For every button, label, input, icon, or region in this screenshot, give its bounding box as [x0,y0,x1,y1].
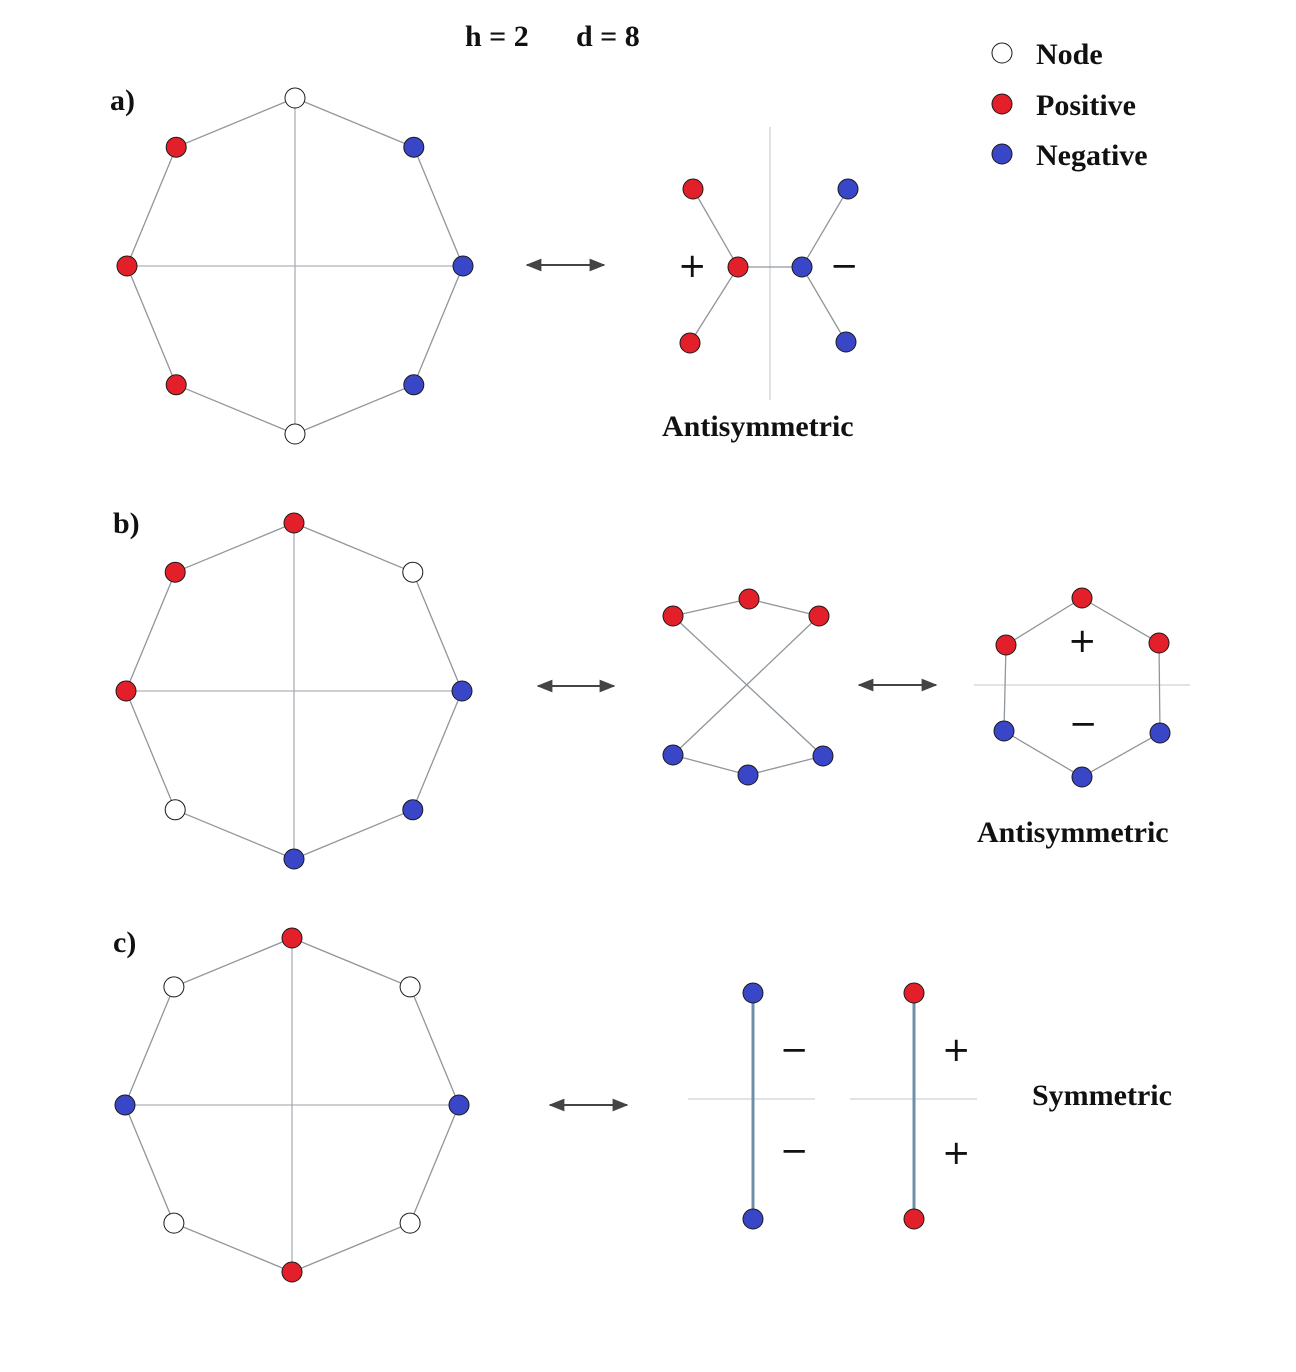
positive-vertex [679,332,701,354]
graph-edge [747,755,824,776]
legend-node-label: Node [1036,38,1103,71]
minus-sign: − [780,1131,809,1171]
minus-sign: − [780,1030,809,1070]
octagon-a [116,87,474,445]
legend: Node Positive Negative [991,38,1148,172]
positive-vertex [903,1208,925,1230]
positive-vertex [165,374,187,396]
result-label-a: Antisymmetric [662,410,854,443]
positive-vertex [682,178,704,200]
graph-edge [748,598,820,617]
node-vertex [399,976,421,998]
octagon-b [115,512,473,870]
node-vertex [163,976,185,998]
negative-vertex [114,1094,136,1116]
graph-edge [672,615,820,756]
positive-vertex [903,982,925,1004]
graph-b-hexagon: + − Antisymmetric [974,587,1190,849]
positive-vertex [1071,587,1093,609]
plus-sign: + [678,246,707,286]
negative-vertex [402,799,424,821]
negative-vertex [812,745,834,767]
positive-vertex [1148,632,1170,654]
negative-vertex [737,764,759,786]
legend-node-marker [991,42,1013,64]
plus-sign: + [942,1133,971,1173]
negative-vertex [993,720,1015,742]
octagon-c [114,927,470,1283]
graph-b-twisted-hexagon [662,588,834,786]
legend-negative-marker [991,143,1013,165]
positive-vertex [281,1261,303,1283]
graph-edge [672,754,749,776]
graph-a-antisymmetric: + − Antisymmetric [662,127,859,443]
node-vertex [163,1212,185,1234]
graph-c-segments: − − + + Symmetric [688,982,1172,1230]
negative-vertex [403,136,425,158]
positive-vertex [281,927,303,949]
graph-edge [692,188,739,268]
graph-edge [689,266,739,344]
panel-b-label: b) [113,507,140,540]
negative-vertex [1149,722,1171,744]
negative-vertex [1071,766,1093,788]
negative-vertex [791,256,813,278]
legend-positive-marker [991,93,1013,115]
panel-a-label: a) [110,84,135,117]
negative-vertex [448,1094,470,1116]
graph-edge [672,615,824,757]
node-vertex [402,561,424,583]
positive-vertex [115,680,137,702]
legend-negative-label: Negative [1036,139,1148,172]
positive-vertex [738,588,760,610]
negative-vertex [835,331,857,353]
node-vertex [284,423,306,445]
result-label-c: Symmetric [1032,1079,1172,1112]
panel-c-label: c) [113,926,136,959]
legend-positive-label: Positive [1036,89,1136,122]
positive-vertex [165,136,187,158]
positive-vertex [164,561,186,583]
minus-sign: − [830,246,859,286]
negative-vertex [742,1208,764,1230]
node-vertex [164,799,186,821]
minus-sign: − [1069,704,1098,744]
negative-vertex [837,178,859,200]
positive-vertex [283,512,305,534]
node-vertex [284,87,306,109]
graph-edge [801,266,847,343]
plus-sign: + [1068,621,1097,661]
negative-vertex [742,982,764,1004]
positive-vertex [995,634,1017,656]
negative-vertex [283,848,305,870]
h-label: h = 2 [465,20,529,53]
negative-vertex [451,680,473,702]
positive-vertex [662,605,684,627]
negative-vertex [403,374,425,396]
positive-vertex [116,255,138,277]
negative-vertex [662,744,684,766]
graph-edge [672,598,750,617]
node-vertex [399,1212,421,1234]
positive-vertex [808,605,830,627]
d-label: d = 8 [576,20,640,53]
graph-edge [801,188,849,268]
negative-vertex [452,255,474,277]
positive-vertex [727,256,749,278]
result-label-b: Antisymmetric [977,816,1169,849]
plus-sign: + [942,1030,971,1070]
